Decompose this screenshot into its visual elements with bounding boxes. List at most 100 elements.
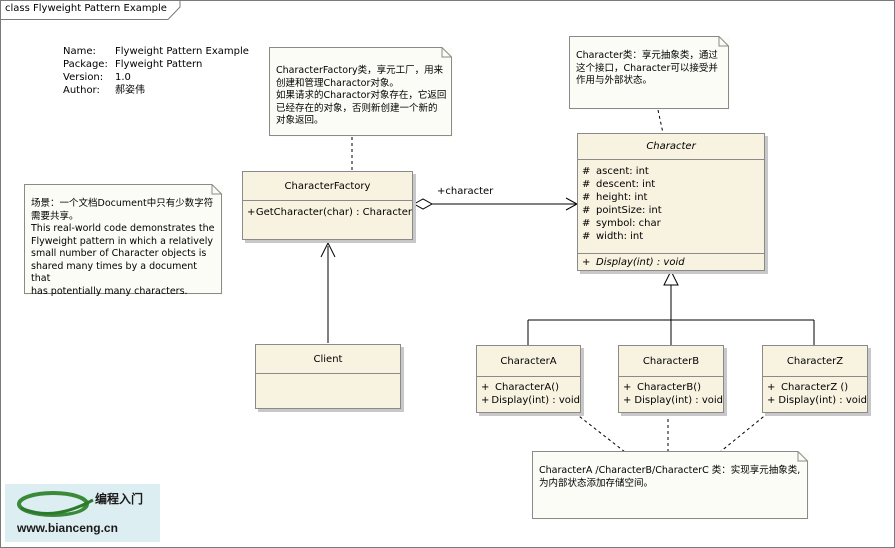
operation-signature: CharacterA()	[495, 382, 560, 393]
frame-title: class Flyweight Pattern Example	[5, 3, 167, 14]
meta-value: 1.0	[115, 72, 131, 83]
visibility-marker: +	[582, 257, 591, 268]
visibility-marker: +	[481, 395, 490, 406]
note-line: 需要共享。	[31, 210, 79, 222]
attribute: # width: int	[578, 230, 764, 243]
note-line: 场景：一个文档Document中只有少数字符	[31, 198, 214, 209]
meta-key: Name:	[63, 46, 96, 57]
class-name: CharacterB	[619, 346, 723, 377]
visibility-marker: #	[582, 218, 591, 229]
visibility-marker: +	[767, 395, 776, 406]
visibility-marker: #	[582, 205, 591, 216]
visibility-marker: #	[582, 166, 591, 177]
operation: + CharacterA()	[477, 381, 580, 394]
attribute: #symbol: char	[578, 217, 764, 230]
visibility-marker: #	[582, 192, 591, 203]
operation-signature: CharacterZ ()	[781, 382, 849, 393]
diagram-metadata: Name: Flyweight Pattern Example Package:F…	[63, 45, 249, 97]
operations-compartment: +GetCharacter(char) : Character	[243, 201, 412, 219]
note-line: This real-world code demonstrates the	[31, 223, 215, 234]
attribute-text: descent: int	[596, 179, 656, 190]
note-line: 已经存在的对象，否则新创建一个新的	[276, 102, 438, 114]
note-line: 这个接口，Character可以接受并	[576, 62, 718, 74]
class-character-a[interactable]: CharacterA + CharacterA() +Display(int) :…	[476, 345, 581, 413]
note-line: Character类：享元抽象类，通过	[576, 50, 718, 61]
meta-row: Version: 1.0	[63, 71, 249, 84]
note-scenario-outline	[24, 184, 222, 294]
generalization-triangle	[663, 269, 679, 286]
site-logo: 编程入门 www.bianceng.cn	[5, 484, 160, 542]
operation: +GetCharacter(char) : Character	[243, 206, 412, 219]
note-line: 创建和管理Charactor对象。	[276, 77, 399, 89]
visibility-marker: #	[582, 179, 591, 190]
note-line: CharacterA /CharacterB/CharacterC 类：实现享元…	[539, 465, 801, 476]
note-factory: CharacterFactory类，享元工厂，用来 创建和管理Charactor…	[269, 47, 453, 137]
visibility-marker: #	[582, 231, 591, 242]
operation-signature: Display(int) : void	[596, 257, 685, 268]
operation: + Display(int) : void	[578, 256, 764, 269]
note-line: has potentially many characters.	[31, 285, 188, 297]
class-character[interactable]: Character #ascent: int # descent: int #he…	[577, 133, 765, 271]
class-name: CharacterA	[477, 346, 580, 377]
attribute: #ascent: int	[578, 165, 764, 178]
visibility-marker: +	[767, 382, 776, 393]
note-line: 如果请求的Charactor对象存在，它返回	[276, 90, 447, 101]
operations-compartment: + CharacterB() +Display(int) : void	[619, 377, 723, 407]
operation-signature: GetCharacter(char) : Character	[255, 207, 412, 218]
meta-row: Name: Flyweight Pattern Example	[63, 45, 249, 58]
note-scenario: 场景：一个文档Document中只有少数字符 需要共享。 This real-w…	[24, 184, 223, 297]
class-character-z[interactable]: CharacterZ + CharacterZ () +Display(int) …	[762, 345, 868, 413]
class-character-factory[interactable]: CharacterFactory +GetCharacter(char) : C…	[242, 171, 413, 240]
note-line: Flyweight pattern in which a relatively	[31, 235, 214, 247]
attribute: #height: int	[578, 191, 764, 204]
visibility-marker: +	[623, 395, 632, 406]
operations-compartment: + CharacterZ () +Display(int) : void	[763, 377, 867, 407]
note-concrete: CharacterA /CharacterB/CharacterC 类：实现享元…	[532, 451, 809, 520]
operation: +Display(int) : void	[763, 394, 867, 407]
note-character-outline	[569, 36, 729, 109]
association-role-label: +character	[437, 186, 494, 197]
note-line: small number of Character objects is	[31, 248, 207, 259]
note-character: Character类：享元抽象类，通过 这个接口，Character可以接受并 …	[569, 36, 730, 110]
operations-compartment: + Display(int) : void	[578, 254, 764, 269]
logo-title: 编程入门	[95, 492, 144, 506]
operation: +Display(int) : void	[477, 394, 580, 407]
operation: + CharacterZ ()	[763, 381, 867, 394]
operations-compartment: + CharacterA() +Display(int) : void	[477, 377, 580, 407]
note-line: 作用与外部状态。	[576, 75, 653, 86]
attribute-text: pointSize: int	[596, 205, 662, 216]
note-line: 对象返回。	[276, 115, 324, 126]
visibility-marker: +	[481, 382, 490, 393]
meta-key: Package:	[63, 59, 108, 70]
meta-value: Flyweight Pattern Example	[115, 46, 249, 57]
operation-signature: Display(int) : void	[491, 395, 580, 406]
attribute: # descent: int	[578, 178, 764, 191]
operation-signature: CharacterB()	[637, 382, 702, 393]
operation: + CharacterB()	[619, 381, 723, 394]
meta-value: 郝姿伟	[115, 85, 145, 96]
attributes-compartment: #ascent: int #descent: int #height: int …	[578, 160, 764, 254]
logo-url: www.bianceng.cn	[17, 521, 118, 535]
note-line: CharacterFactory类，享元工厂，用来	[276, 65, 444, 76]
meta-row: Package:Flyweight Pattern	[63, 58, 249, 71]
visibility-marker: +	[623, 382, 632, 393]
class-character-b[interactable]: CharacterB + CharacterB() +Display(int) :…	[618, 345, 724, 413]
class-name: Client	[256, 345, 400, 374]
note-line: shared many times by a document that	[31, 260, 197, 285]
operation-signature: Display(int) : void	[778, 395, 867, 406]
class-client[interactable]: Client	[255, 344, 401, 409]
attribute: # pointSize: int	[578, 204, 764, 217]
class-name: CharacterZ	[763, 346, 867, 377]
note-link-character	[657, 109, 664, 134]
meta-key: Version:	[63, 72, 104, 83]
logo-swoosh-icon	[17, 491, 94, 517]
operation-signature: Display(int) : void	[634, 395, 723, 406]
note-line: 为内部状态添加存储空间。	[539, 477, 654, 489]
class-name: Character	[578, 134, 764, 160]
client-dependency-arrowhead	[320, 241, 336, 258]
frame-tab-shape	[0, 0, 181, 20]
meta-row: Author:郝姿伟	[63, 84, 249, 97]
attribute-text: width: int	[596, 231, 644, 242]
frame-tab: class Flyweight Pattern Example	[0, 0, 181, 20]
